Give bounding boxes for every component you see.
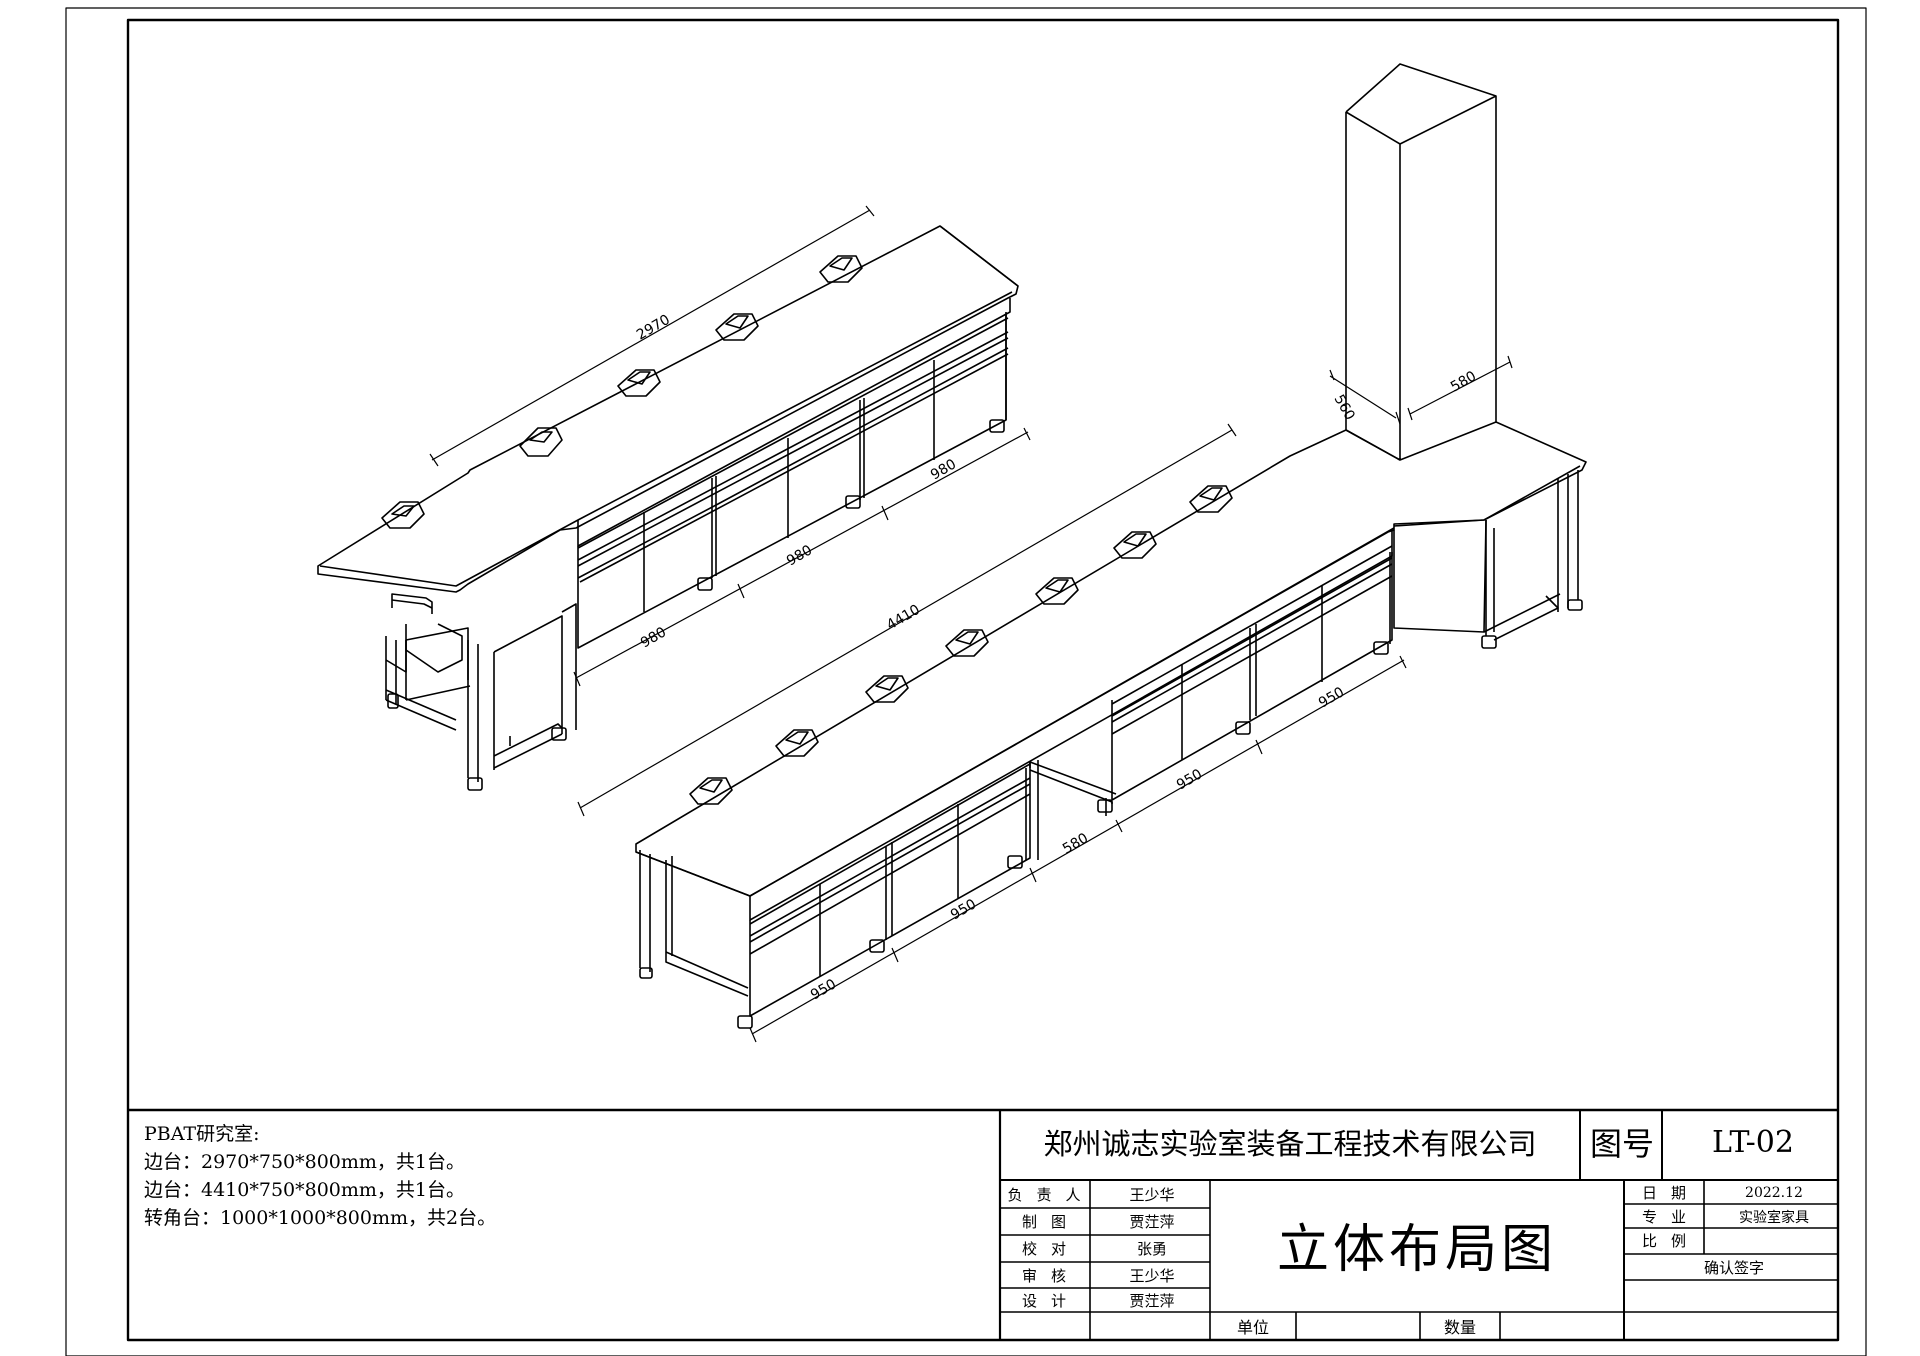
dim-bottom-seg3: 580 (1060, 830, 1091, 857)
note-line-2: 边台：2970*750*800mm，共1台。 (144, 1151, 466, 1173)
note-line-3: 边台：4410*750*800mm，共1台。 (144, 1179, 466, 1201)
date-label: 日期 (1641, 1184, 1700, 1202)
note-line-4: 转角台：1000*1000*800mm，共2台。 (144, 1207, 497, 1229)
dim-top-seg1: 980 (638, 624, 669, 651)
specialty-label: 专业 (1641, 1208, 1700, 1226)
role-1: 负责人 (1007, 1186, 1095, 1204)
dim-2970: 2970 (634, 312, 673, 344)
person-5: 贾茳萍 (1129, 1292, 1175, 1310)
role-2: 制图 (1021, 1213, 1080, 1231)
person-4: 王少华 (1129, 1267, 1175, 1285)
quantity-label: 数量 (1443, 1318, 1476, 1337)
unit-value (1296, 1313, 1420, 1339)
unit-label: 单位 (1236, 1318, 1269, 1337)
dim-column-depth: 560 (1331, 392, 1358, 423)
scale-value (1706, 1229, 1842, 1252)
dim-top-seg2: 980 (784, 542, 815, 569)
person-1: 王少华 (1129, 1186, 1175, 1204)
inner-frame (126, 18, 1840, 1342)
notes: PBAT研究室: 边台：2970*750*800mm，共1台。 边台：4410*… (144, 1120, 496, 1232)
drawing-title: 立体布局图 (1276, 1219, 1557, 1280)
dim-bottom-seg2: 950 (948, 896, 979, 923)
bench-2970-worktop (317, 225, 1019, 593)
title-block-lines (128, 1108, 1838, 1340)
drawing-no-label: 图号 (1589, 1125, 1654, 1163)
bench-2970-dimensions (429, 205, 1031, 687)
company-name: 郑州诚志实验室装备工程技术有限公司 (1043, 1127, 1537, 1161)
outer-frame (65, 7, 1867, 1356)
confirm-label: 确认签字 (1703, 1258, 1764, 1277)
quantity-value (1500, 1313, 1624, 1339)
specialty-value: 实验室家具 (1739, 1209, 1809, 1226)
bench-2970 (317, 225, 1019, 791)
bench-4410-worktop (635, 421, 1587, 897)
dim-column-width: 580 (1448, 368, 1479, 395)
bench-2970-outlets (381, 255, 863, 529)
note-line-1: PBAT研究室: (144, 1123, 260, 1145)
dim-4410: 4410 (884, 602, 923, 634)
drawing-no: LT-02 (1712, 1124, 1794, 1160)
person-2: 贾茳萍 (1129, 1213, 1175, 1231)
bench-4410-dimensions (577, 423, 1407, 1043)
role-3: 校对 (1021, 1240, 1080, 1258)
role-5: 设计 (1021, 1292, 1080, 1310)
date-value: 2022.12 (1745, 1184, 1803, 1201)
bench-4410-outlets (689, 485, 1233, 805)
role-4: 审核 (1021, 1267, 1080, 1285)
person-3: 张勇 (1136, 1240, 1167, 1258)
dim-bottom-seg5: 950 (1316, 684, 1347, 711)
dim-top-seg3: 980 (928, 456, 959, 483)
dim-bottom-seg4: 950 (1174, 766, 1205, 793)
scale-label: 比例 (1641, 1232, 1700, 1250)
bench-4410 (635, 421, 1587, 1029)
column (1329, 63, 1513, 461)
